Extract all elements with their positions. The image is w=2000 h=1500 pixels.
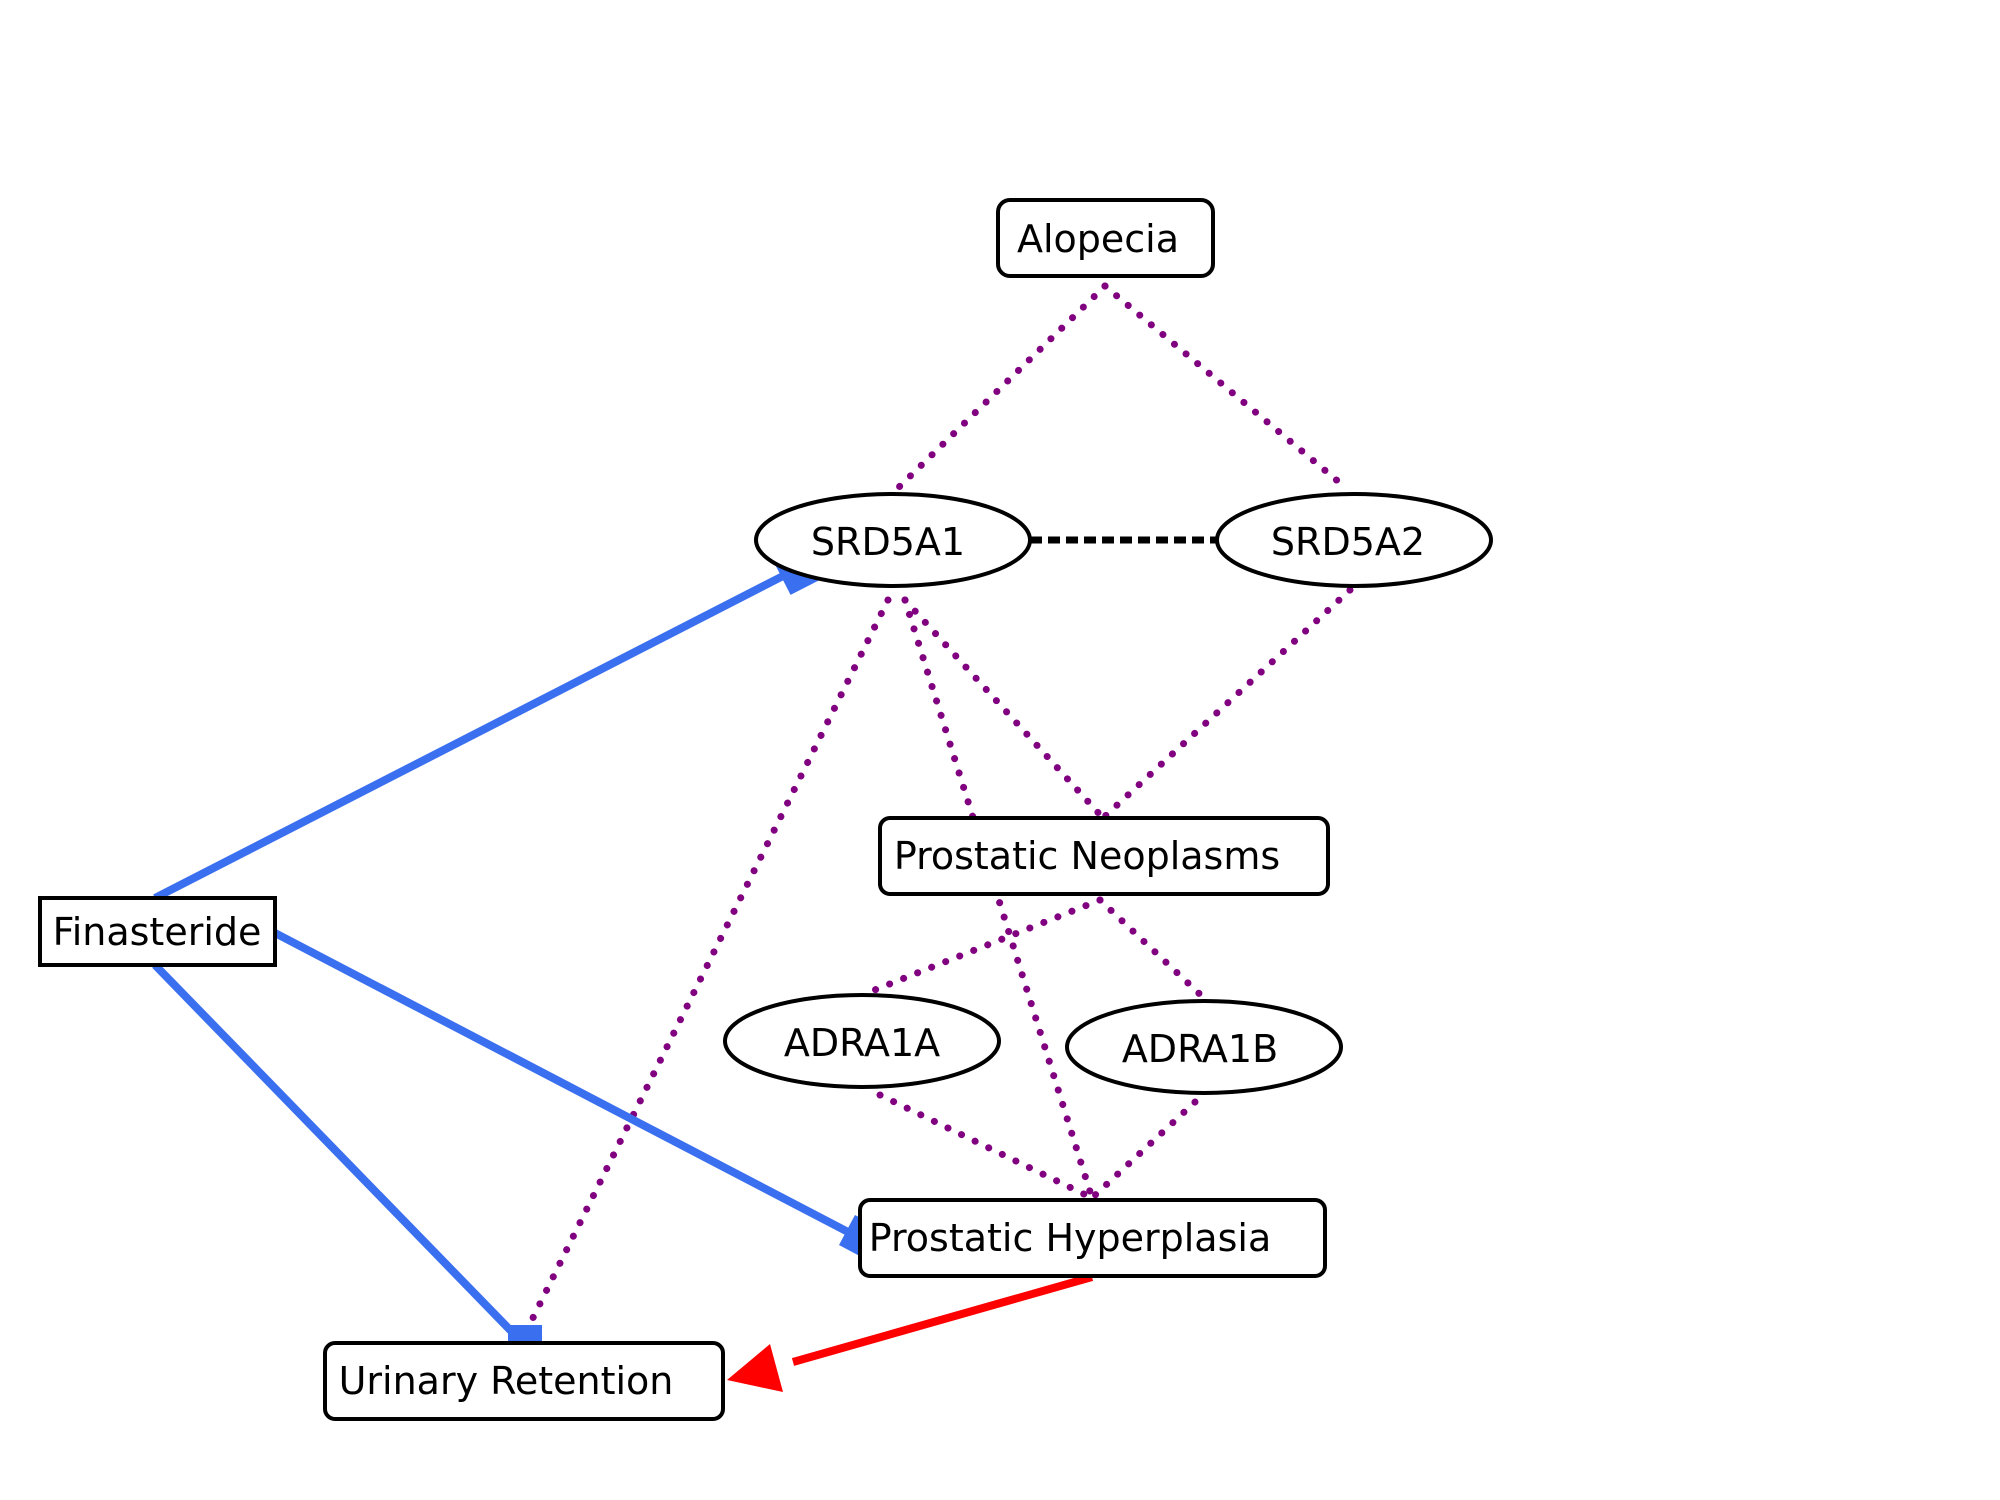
node-urinary-retention-label: Urinary Retention <box>339 1359 674 1403</box>
node-adra1b-label: ADRA1B <box>1122 1027 1278 1071</box>
edge-srd5a2-prostatic-neoplasms <box>1099 586 1354 822</box>
edge-finasteride-prostatic-hyperplasia <box>273 929 852 1237</box>
edge-finasteride-urinary-retention <box>152 962 518 1338</box>
node-prostatic-hyperplasia[interactable]: Prostatic Hyperplasia <box>858 1198 1327 1278</box>
association-edges <box>519 282 1354 1342</box>
node-prostatic-hyperplasia-label: Prostatic Hyperplasia <box>869 1216 1272 1260</box>
edge-finasteride-srd5a1 <box>153 571 787 902</box>
inhibition-edges <box>152 571 852 1338</box>
edge-adra1a-prostatic-hyperplasia <box>876 1091 1096 1202</box>
edge-srd5a1-prostatic-hyperplasia <box>901 596 1096 1202</box>
arrowhead-urinary-retention <box>727 1344 783 1392</box>
edge-prostatic-neoplasms-adra1b <box>1096 896 1210 1004</box>
edge-alopecia-srd5a2 <box>1101 282 1350 492</box>
edge-prostatic-hyperplasia-urinary-retention <box>791 1273 1094 1366</box>
node-adra1b[interactable]: ADRA1B <box>1065 999 1343 1095</box>
edge-alopecia-srd5a1 <box>894 282 1109 492</box>
node-prostatic-neoplasms-label: Prostatic Neoplasms <box>894 834 1280 878</box>
inhibition-end-markers <box>508 549 885 1357</box>
node-finasteride[interactable]: Finasteride <box>38 896 277 967</box>
node-alopecia[interactable]: Alopecia <box>996 198 1215 278</box>
node-urinary-retention[interactable]: Urinary Retention <box>323 1341 725 1421</box>
node-adra1a-label: ADRA1A <box>784 1021 940 1065</box>
edge-adra1b-prostatic-hyperplasia <box>1088 1098 1199 1202</box>
edge-srd5a1-urinary-retention <box>519 596 892 1342</box>
node-srd5a1-label: SRD5A1 <box>811 520 965 564</box>
node-adra1a[interactable]: ADRA1A <box>723 993 1001 1089</box>
node-alopecia-label: Alopecia <box>1017 217 1179 261</box>
node-finasteride-label: Finasteride <box>53 910 262 954</box>
node-srd5a1[interactable]: SRD5A1 <box>754 492 1032 588</box>
node-srd5a2-label: SRD5A2 <box>1271 520 1425 564</box>
edge-prostatic-neoplasms-adra1a <box>858 896 1104 999</box>
edge-srd5a1-prostatic-neoplasms <box>901 596 1107 822</box>
node-srd5a2[interactable]: SRD5A2 <box>1215 492 1493 588</box>
node-prostatic-neoplasms[interactable]: Prostatic Neoplasms <box>878 816 1330 896</box>
